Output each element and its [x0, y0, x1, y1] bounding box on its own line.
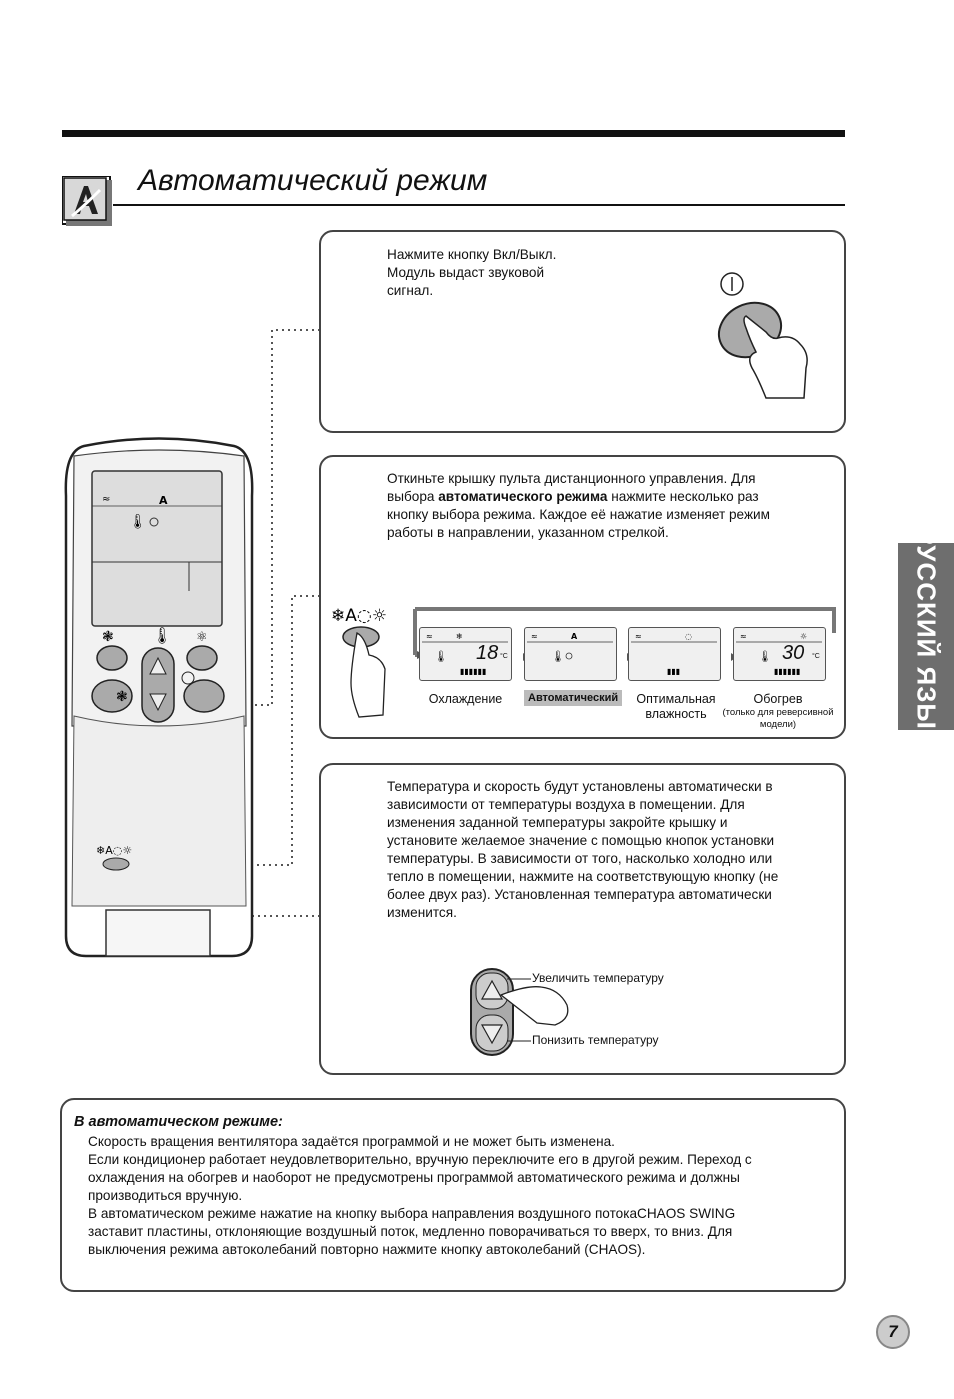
- heating-temp: 30: [782, 642, 805, 664]
- step2-line: Откиньте крышку пульта дистанционного уп…: [387, 471, 756, 486]
- svg-text:▮▮▮▮▮▮: ▮▮▮▮▮▮: [774, 667, 800, 676]
- svg-text:❄A◌☼: ❄A◌☼: [96, 844, 132, 857]
- page-title: Автоматический режим: [138, 164, 488, 197]
- mode-label-cooling: Охлаждение: [428, 692, 503, 706]
- page-number: 7: [876, 1315, 910, 1349]
- svg-text:❄A◌☼: ❄A◌☼: [331, 606, 387, 626]
- svg-text:☼: ☼: [800, 632, 807, 641]
- temp-buttons-illustration: [470, 968, 569, 1056]
- step3-line: Температура и скорость будут установлены…: [387, 779, 773, 794]
- step2-text: Откиньте крышку пульта дистанционного уп…: [387, 470, 827, 542]
- svg-text:≈: ≈: [531, 632, 538, 641]
- auto-mode-emphasis: автоматического режима: [438, 489, 608, 504]
- svg-text:❄: ❄: [456, 632, 463, 641]
- svg-text:🌡: 🌡: [434, 650, 448, 663]
- svg-text:≈: ≈: [102, 494, 110, 505]
- note-body: Скорость вращения вентилятора задаётся п…: [88, 1133, 828, 1259]
- mode-label-heating: Обогрев (только для реверсивной модели): [713, 692, 843, 731]
- step3-line: установите желаемое значение с помощью к…: [387, 833, 775, 848]
- heating-unit: °C: [812, 653, 820, 660]
- step3-text: Температура и скорость будут установлены…: [387, 778, 827, 922]
- svg-text:▮▮▮: ▮▮▮: [667, 667, 680, 676]
- note-heading: В автоматическом режиме:: [74, 1114, 283, 1130]
- auto-mode-icon: [61, 175, 112, 226]
- language-tab-label: РУССКИЙ ЯЗЫК: [911, 526, 942, 747]
- svg-text:A: A: [159, 494, 168, 507]
- step2-line: кнопку выбора режима. Каждое её нажатие …: [387, 507, 770, 522]
- heating-note: (только для реверсивной: [722, 707, 834, 718]
- svg-text:≈: ≈: [426, 632, 433, 641]
- svg-text:❃: ❃: [102, 629, 114, 645]
- mode-label-dry: Оптимальная влажность: [621, 692, 731, 722]
- svg-text:🌡: 🌡: [152, 626, 172, 645]
- svg-text:▮▮▮▮▮▮: ▮▮▮▮▮▮: [460, 667, 486, 676]
- power-button-hand-illustration: [717, 272, 808, 399]
- lcd-heating: ≈ ☼ 🌡 ▮▮▮▮▮▮ 30 °C: [733, 627, 826, 681]
- auto-mode-tag: Автоматический: [524, 690, 623, 706]
- svg-text:🌡: 🌡: [551, 650, 565, 663]
- mode-label-dry-line1: Оптимальная: [636, 692, 716, 706]
- step2-box: Откиньте крышку пульта дистанционного уп…: [319, 455, 846, 739]
- heating-note-2: модели): [759, 719, 797, 730]
- note-line: Скорость вращения вентилятора задаётся п…: [88, 1134, 615, 1149]
- svg-text:A: A: [571, 632, 578, 641]
- step3-box: Температура и скорость будут установлены…: [319, 763, 846, 1075]
- lcd-dry: ≈ ◌ ▮▮▮: [628, 627, 721, 681]
- language-tab: РУССКИЙ ЯЗЫК: [898, 527, 954, 746]
- mode-label-heating-line1: Обогрев: [753, 692, 803, 706]
- note-line: заставит пластины, отклоняющие воздушный…: [88, 1224, 733, 1239]
- decrease-temp-label: Понизить температуру: [532, 1033, 659, 1047]
- note-line: В автоматическом режиме нажатие на кнопк…: [88, 1206, 736, 1221]
- step2-line: работы в направлении, указанном стрелкой…: [387, 525, 669, 540]
- svg-text:≈: ≈: [740, 632, 747, 641]
- mode-label-auto: Автоматический: [524, 690, 623, 706]
- step1-box: Нажмите кнопку Вкл/Выкл. Модуль выдаст з…: [319, 230, 846, 433]
- step3-line: тепло в помещении, нажмите на соответств…: [387, 869, 779, 884]
- lcd-auto: ≈ A 🌡: [524, 627, 617, 681]
- step3-line: температуры. В зависимости от того, наск…: [387, 851, 773, 866]
- lcd-cooling: ≈ ❄ 🌡 ▮▮▮▮▮▮ 18 °C: [419, 627, 512, 681]
- svg-text:≈: ≈: [635, 632, 642, 641]
- increase-temp-label: Увеличить температуру: [532, 971, 664, 985]
- note-line: выключения режима автоколебаний повторно…: [88, 1242, 646, 1257]
- step3-line: зависимости от температуры воздуха в пом…: [387, 797, 745, 812]
- svg-text:🌡: 🌡: [758, 650, 772, 663]
- step1-text: Нажмите кнопку Вкл/Выкл. Модуль выдаст з…: [387, 246, 556, 300]
- step1-line: сигнал.: [387, 283, 434, 298]
- step3-line: изменения заданной температуры закройте …: [387, 815, 728, 830]
- cooling-temp: 18: [476, 642, 499, 664]
- svg-text:❃: ❃: [116, 689, 128, 705]
- step2-line-part: выбора: [387, 489, 439, 504]
- note-line: Если кондиционер работает неудовлетворит…: [88, 1152, 752, 1167]
- note-line: производиться вручную.: [88, 1188, 243, 1203]
- step1-line: Нажмите кнопку Вкл/Выкл.: [387, 247, 557, 262]
- cooling-unit: °C: [500, 653, 508, 660]
- step2-line-part: нажмите несколько раз: [607, 489, 759, 504]
- header-rule: [62, 130, 845, 137]
- step3-line: более двух раз). Установленная температу…: [387, 887, 772, 902]
- note-line: охлаждения на обогрев и наоборот не пред…: [88, 1170, 740, 1185]
- title-underline: [113, 204, 845, 206]
- svg-text:🌡: 🌡: [129, 514, 147, 530]
- step3-line: изменится.: [387, 905, 457, 920]
- mode-label-dry-line2: влажность: [645, 707, 707, 721]
- remote-control-illustration: ≈ A 🌡 ❃ 🌡 ⚛ ❃ ❄A◌☼: [64, 437, 254, 958]
- svg-text:⚛: ⚛: [196, 630, 208, 645]
- note-box: [60, 1098, 846, 1292]
- step2-line: выбора автоматического режима нажмите не…: [387, 488, 827, 506]
- svg-text:◌: ◌: [685, 632, 692, 641]
- step1-line: Модуль выдаст звуковой: [387, 265, 545, 280]
